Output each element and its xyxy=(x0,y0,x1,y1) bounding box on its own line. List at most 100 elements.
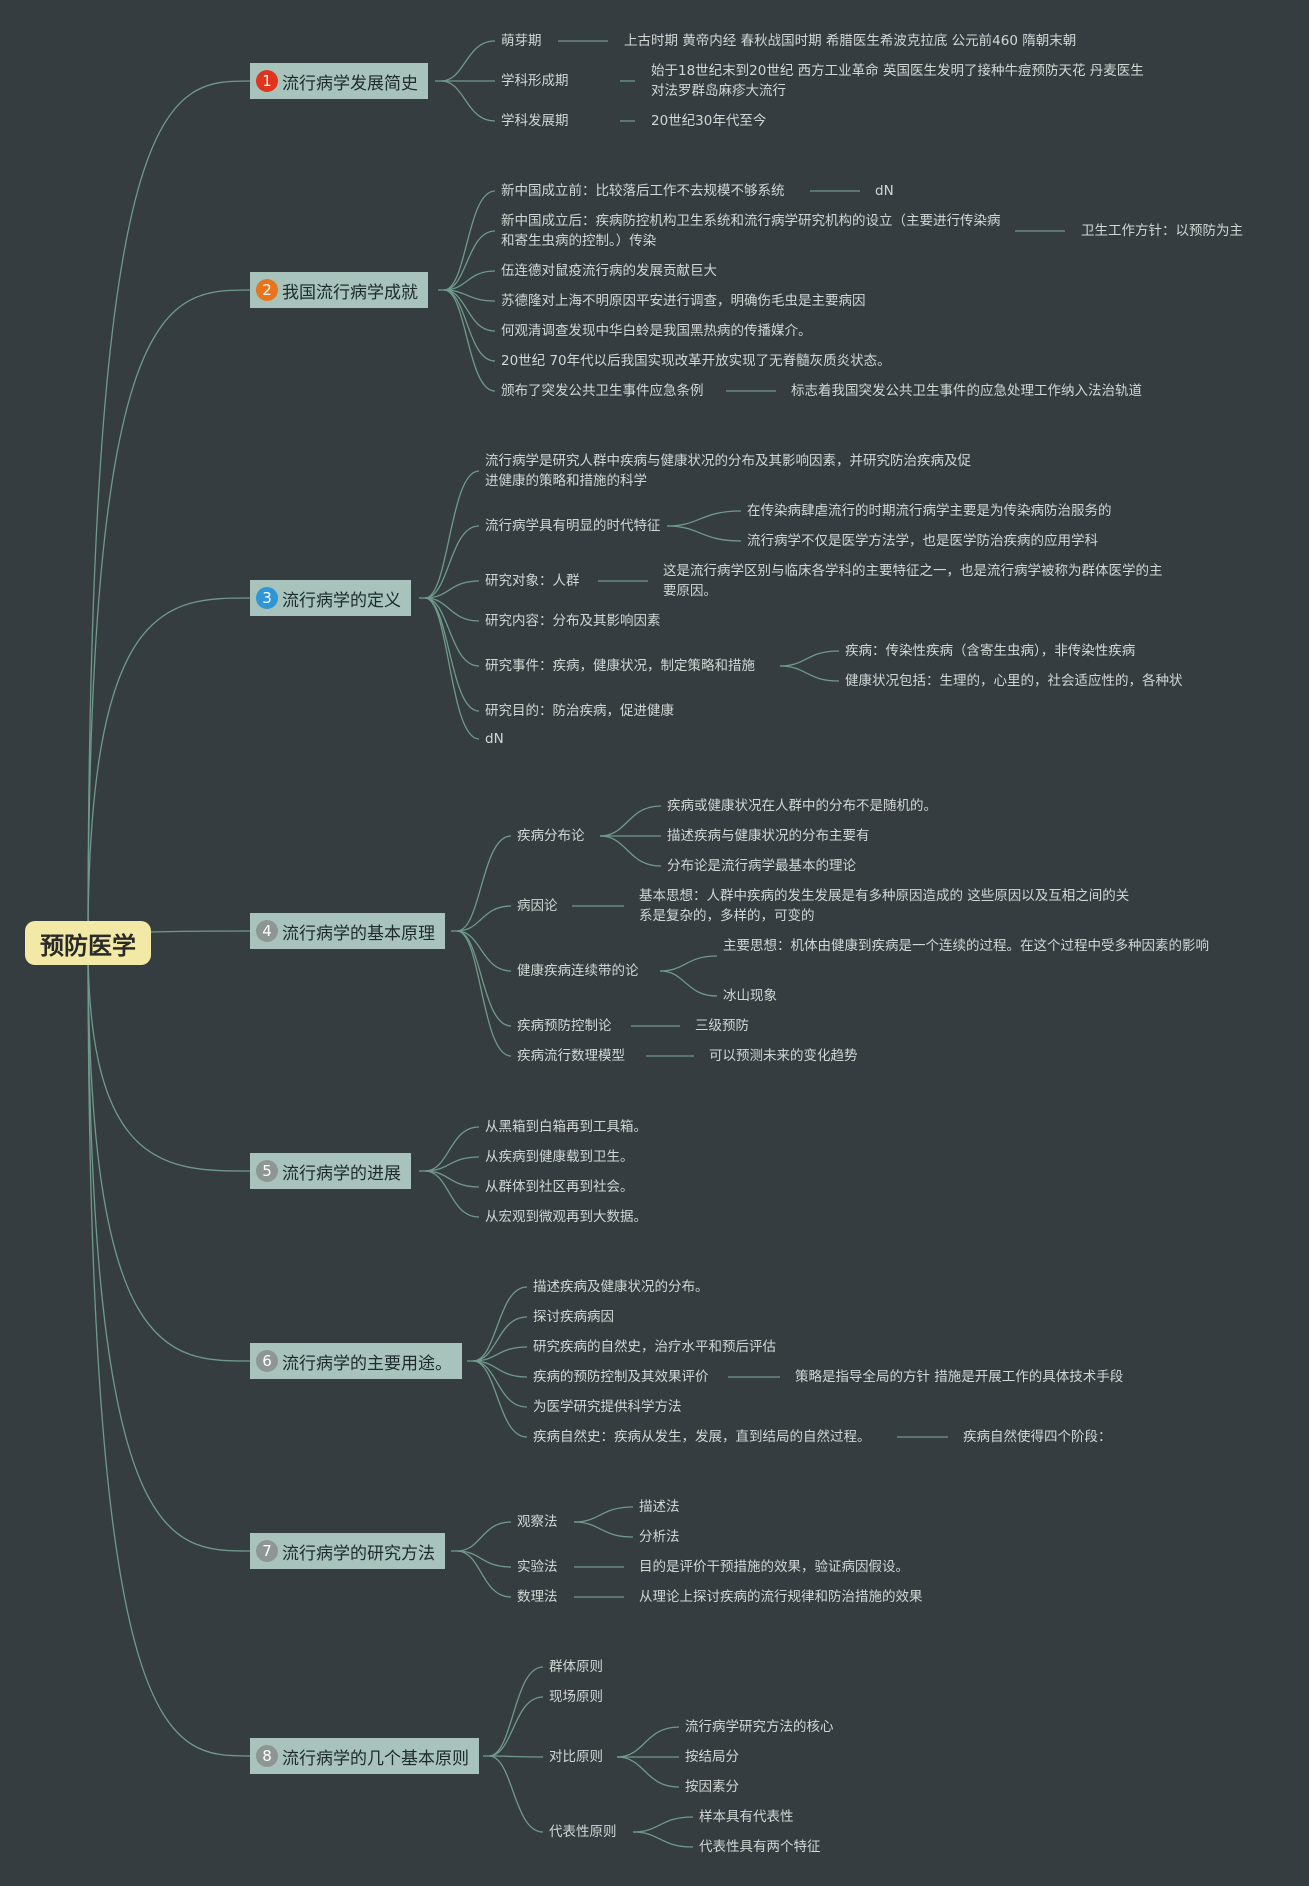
use-item-3: 研究疾病的自然史，治疗水平和预后评估 xyxy=(533,1339,776,1355)
root-connector xyxy=(87,289,251,944)
branch-connector xyxy=(659,970,718,997)
etiology-detail: 基本思想：人群中疾病的发生发展是有多种原因造成的 这些原因以及互相之间的关系是复… xyxy=(639,888,1130,924)
number-badge-icon: 7 xyxy=(256,1540,278,1562)
branch-before-founding: 新中国成立前：比较落后工作不去规模不够系统 xyxy=(501,183,785,199)
research-object-detail: 这是流行病学区别与临床各学科的主要特征之一，也是流行病学被称为群体医学的主要原因… xyxy=(663,563,1163,599)
branch-experiment-method: 实验法 xyxy=(517,1559,558,1575)
branch-connector xyxy=(599,835,662,867)
observation-sub-1: 描述法 xyxy=(639,1499,680,1515)
use-item-4-detail: 策略是指导全局的方针 措施是开展工作的具体技术手段 xyxy=(795,1369,1124,1385)
branch-connector xyxy=(666,510,742,527)
comparison-sub-2: 按结局分 xyxy=(685,1749,739,1765)
topic-label: 流行病学的基本原理 xyxy=(282,923,435,944)
branch-connector xyxy=(424,525,480,599)
principle-comparison: 对比原则 xyxy=(549,1749,603,1765)
branch-connector xyxy=(472,1360,528,1438)
use-item-6: 疾病自然史：疾病从发生，发展，直到结局的自然过程。 xyxy=(533,1429,871,1445)
topic-label: 流行病学的研究方法 xyxy=(282,1543,435,1564)
number-badge-icon: 6 xyxy=(256,1350,278,1372)
formation-stage-detail: 始于18世纪末到20世纪 西方工业革命 英国医生发明了接种牛痘预防天花 丹麦医生… xyxy=(651,63,1144,99)
root-connector xyxy=(87,942,251,1172)
root-connector xyxy=(87,942,251,1362)
use-item-1: 描述疾病及健康状况的分布。 xyxy=(533,1279,709,1295)
comparison-sub-1: 流行病学研究方法的核心 xyxy=(685,1719,834,1735)
branch-connector xyxy=(424,1126,480,1172)
root-label: 预防医学 xyxy=(40,931,136,960)
progress-item-3: 从群体到社区再到社会。 xyxy=(485,1179,634,1195)
topic-1[interactable]: 1 流行病学发展简史 xyxy=(250,63,428,99)
use-item-4: 疾病的预防控制及其效果评价 xyxy=(533,1369,709,1385)
number-badge-icon: 8 xyxy=(256,1745,278,1767)
branch-connector xyxy=(488,1755,544,1833)
number-badge-icon: 4 xyxy=(256,920,278,942)
progress-item-4: 从宏观到微观再到大数据。 xyxy=(485,1209,647,1225)
topic-label: 流行病学的定义 xyxy=(282,590,401,611)
root-connector xyxy=(87,597,251,944)
branch-connector xyxy=(472,1346,528,1362)
emergency-regulation-detail: 标志着我国突发公共卫生事件的应急处理工作纳入法治轨道 xyxy=(791,383,1142,399)
branch-connector xyxy=(424,597,480,712)
topic-4[interactable]: 4 流行病学的基本原理 xyxy=(250,913,445,949)
branch-sprouting-stage: 萌芽期 xyxy=(501,33,542,49)
branch-connector xyxy=(779,665,840,682)
branch-connector xyxy=(659,955,718,972)
number-badge-icon: 3 xyxy=(256,587,278,609)
branch-connector xyxy=(456,835,512,932)
distribution-sub-2: 描述疾病与健康状况的分布主要有 xyxy=(667,828,870,844)
branch-connector xyxy=(456,905,512,932)
branch-connector xyxy=(779,650,840,667)
health-policy: 卫生工作方针：以预防为主 xyxy=(1081,223,1243,239)
branch-connector xyxy=(424,597,480,667)
branch-connector xyxy=(573,1506,634,1523)
branch-connector xyxy=(488,1666,544,1757)
use-item-6-detail: 疾病自然使得四个阶段： xyxy=(963,1429,1112,1445)
branch-prevention-control: 疾病预防控制论 xyxy=(517,1018,612,1034)
topic-label: 流行病学发展简史 xyxy=(282,73,418,94)
branch-connector xyxy=(443,190,496,291)
branch-connector xyxy=(573,1521,634,1538)
topic-2[interactable]: 2 我国流行病学成就 xyxy=(250,272,428,308)
number-badge-icon: 1 xyxy=(256,70,278,92)
branch-connector xyxy=(456,930,512,1057)
branch-connector xyxy=(443,289,496,392)
branch-connector xyxy=(616,1756,680,1788)
topic-8[interactable]: 8 流行病学的几个基本原则 xyxy=(250,1738,479,1774)
branch-connector xyxy=(440,80,496,122)
era-feature-sub-2: 流行病学不仅是医学方法学，也是医学防治疾病的应用学科 xyxy=(747,533,1098,549)
branch-connector xyxy=(472,1360,528,1408)
topic-3[interactable]: 3 流行病学的定义 xyxy=(250,580,411,616)
topic-6[interactable]: 6 流行病学的主要用途。 xyxy=(250,1343,462,1379)
continuum-sub-2: 冰山现象 xyxy=(723,988,777,1004)
branch-connector xyxy=(472,1316,528,1362)
principle-field: 现场原则 xyxy=(549,1689,603,1705)
branch-polio-free: 20世纪 70年代以后我国实现改革开放实现了无脊髓灰质炎状态。 xyxy=(501,353,891,369)
branch-formation-stage: 学科形成期 xyxy=(501,73,569,89)
topic-5[interactable]: 5 流行病学的进展 xyxy=(250,1153,411,1189)
branch-connector xyxy=(599,805,662,837)
root-node[interactable]: 预防医学 xyxy=(25,921,151,965)
branch-connector xyxy=(456,1550,512,1598)
branch-definition: 流行病学是研究人群中疾病与健康状况的分布及其影响因素，并研究防治疾病及促进健康的… xyxy=(485,453,971,489)
branch-su-delong: 苏德隆对上海不明原因平安进行调查，明确伤毛虫是主要病因 xyxy=(501,293,866,309)
branch-connector xyxy=(632,1831,694,1848)
branch-connector xyxy=(424,580,480,599)
development-stage-detail: 20世纪30年代至今 xyxy=(651,113,767,129)
branch-emergency-regulation: 颁布了突发公共卫生事件应急条例 xyxy=(501,383,704,399)
branch-health-continuum: 健康疾病连续带的论 xyxy=(517,963,639,979)
branch-math-model: 疾病流行数理模型 xyxy=(517,1048,625,1064)
distribution-sub-3: 分布论是流行病学最基本的理论 xyxy=(667,858,856,874)
branch-wu-liande: 伍连德对鼠疫流行病的发展贡献巨大 xyxy=(501,263,717,279)
progress-item-2: 从疾病到健康载到卫生。 xyxy=(485,1149,634,1165)
number-badge-icon: 2 xyxy=(256,279,278,301)
progress-item-1: 从黑箱到白箱再到工具箱。 xyxy=(485,1119,647,1135)
branch-era-feature: 流行病学具有明显的时代特征 xyxy=(485,518,661,534)
branch-connector xyxy=(472,1286,528,1362)
principle-representativeness: 代表性原则 xyxy=(549,1824,617,1840)
topic-7[interactable]: 7 流行病学的研究方法 xyxy=(250,1533,445,1569)
branch-connector xyxy=(440,40,496,82)
branch-connector xyxy=(456,930,512,1027)
representativeness-sub-1: 样本具有代表性 xyxy=(699,1809,794,1825)
branch-connector xyxy=(424,597,480,740)
branch-connector xyxy=(616,1726,680,1758)
branch-distribution-theory: 疾病分布论 xyxy=(517,828,585,844)
